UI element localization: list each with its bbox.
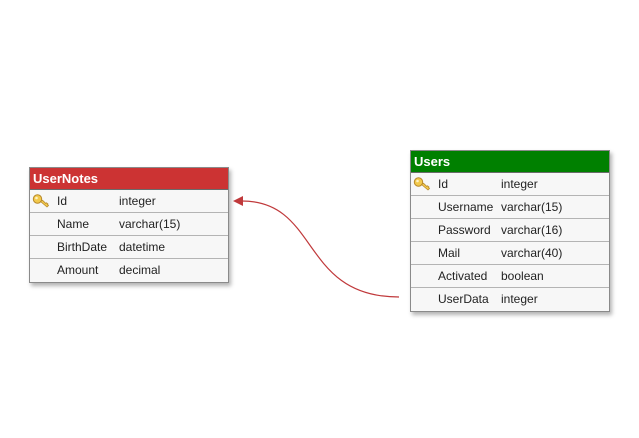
column-name: Id (57, 194, 68, 208)
table-title[interactable]: Users (411, 151, 609, 173)
column-type: integer (119, 194, 156, 208)
column-type: decimal (119, 263, 161, 277)
table-title[interactable]: UserNotes (30, 168, 228, 190)
table-row[interactable]: Password varchar(16) (411, 219, 609, 242)
relationship-arrowhead (233, 196, 243, 206)
column-name: Activated (438, 269, 488, 283)
table-users[interactable]: Users Id integer Username varchar(15) Pa… (410, 150, 610, 312)
table-row[interactable]: BirthDate datetime (30, 236, 228, 259)
table-row[interactable]: Amount decimal (30, 259, 228, 282)
table-row[interactable]: Mail varchar(40) (411, 242, 609, 265)
table-row[interactable]: Name varchar(15) (30, 213, 228, 236)
column-type: varchar(15) (119, 217, 181, 231)
column-type: varchar(16) (501, 223, 563, 237)
key-icon (32, 193, 50, 209)
column-type: varchar(40) (501, 246, 563, 260)
column-name: Password (438, 223, 491, 237)
column-name: Mail (438, 246, 461, 260)
column-name: Name (57, 217, 90, 231)
table-row[interactable]: Username varchar(15) (411, 196, 609, 219)
table-row[interactable]: Id integer (411, 173, 609, 196)
table-usernotes[interactable]: UserNotes Id integer Name varchar(15) Bi… (29, 167, 229, 283)
column-type: boolean (501, 269, 544, 283)
relationship-line[interactable] (241, 200, 400, 298)
column-type: integer (501, 292, 538, 306)
column-type: varchar(15) (501, 200, 563, 214)
column-name: Amount (57, 263, 99, 277)
table-row[interactable]: UserData integer (411, 288, 609, 311)
column-name: BirthDate (57, 240, 108, 254)
column-type: integer (501, 177, 538, 191)
key-icon (413, 176, 431, 192)
column-name: Username (438, 200, 494, 214)
column-name: UserData (438, 292, 489, 306)
column-name: Id (438, 177, 449, 191)
table-row[interactable]: Id integer (30, 190, 228, 213)
table-row[interactable]: Activated boolean (411, 265, 609, 288)
column-type: datetime (119, 240, 166, 254)
